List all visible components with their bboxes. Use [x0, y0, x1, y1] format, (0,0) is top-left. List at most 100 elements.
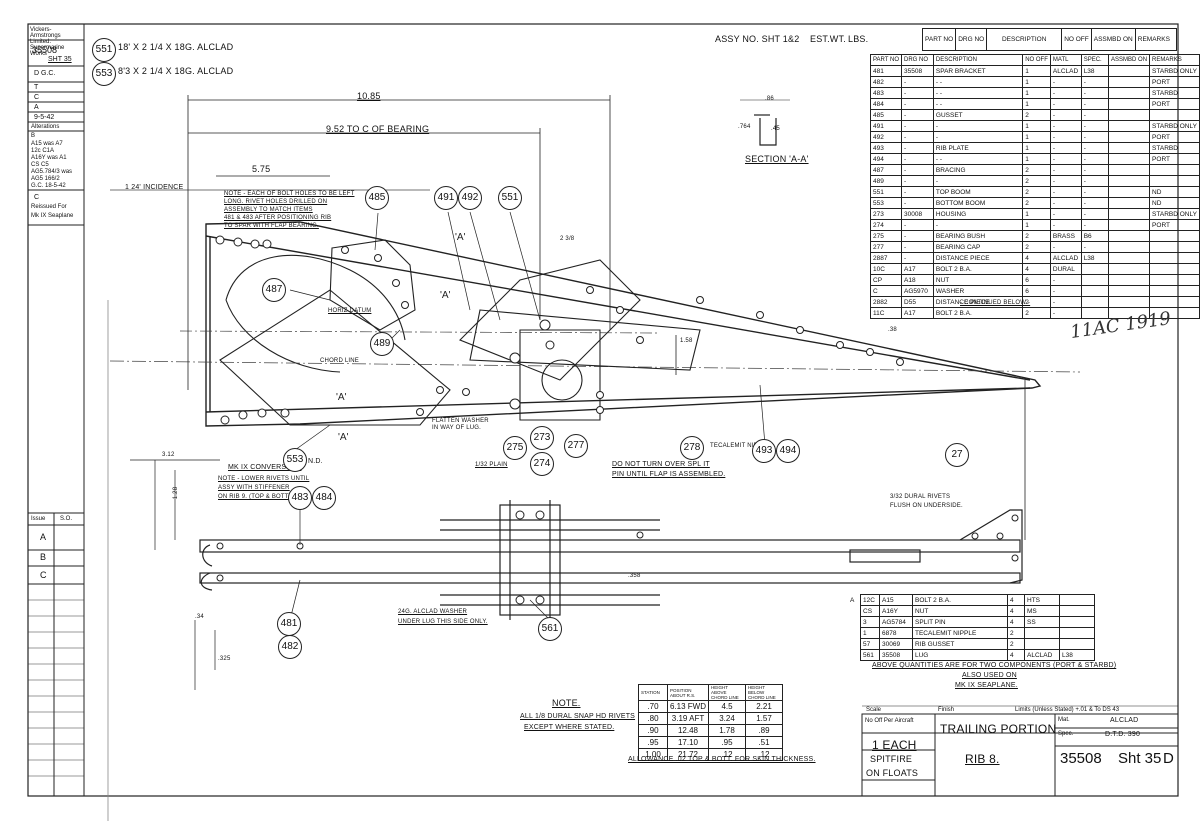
parts-cell: - [932, 219, 1024, 231]
parts-cell: Housing [932, 208, 1024, 220]
balloon-561: 561 [538, 617, 562, 641]
parts-cell: C [869, 285, 903, 297]
parts-cell: Bottom Boom [932, 197, 1024, 209]
parts-row: 277-Bearing Cap2-- [869, 241, 1200, 253]
sheet-number: Sht 35 [1118, 750, 1162, 767]
reissued-label: Reissued For [31, 204, 67, 210]
parts-cell [1080, 285, 1110, 297]
parts-cell: 493 [869, 142, 903, 154]
parts-cell: 483 [869, 87, 903, 99]
station-cell: 3.24 [708, 712, 747, 725]
lower-parts-cell: 30069 [879, 638, 913, 650]
parts-cell: CP [869, 274, 903, 286]
parts-cell: 2 [1022, 186, 1051, 198]
parts-cell [1149, 230, 1200, 242]
parts-cell: 482 [869, 76, 903, 88]
revision-mark [848, 617, 861, 628]
parts-cell: 1 [1022, 153, 1051, 165]
parts-cell [1080, 307, 1110, 319]
alteration-note: AG5.784/3 was [31, 169, 73, 175]
parts-cell: 553 [869, 197, 903, 209]
sidebar-letter: A [34, 104, 39, 111]
parts-col-header: Assmbd On [1108, 54, 1151, 66]
lower-parts-row: 3AG5784Split Pin4SS [848, 616, 1095, 628]
dim-bearing: 9.52 To C of Bearing [326, 124, 430, 134]
dim-45: .45 [771, 126, 780, 132]
c-note: C [34, 194, 40, 201]
parts-cell: - [901, 175, 934, 187]
parts-cell: 10c [869, 263, 903, 275]
parts-cell: 2 [1022, 109, 1051, 121]
lower-parts-cell: 4 [1007, 594, 1025, 606]
callout-553-text: 8'3 x 2 1/4 x 18G. ALCLAD [118, 66, 234, 76]
lower-parts-cell [1059, 605, 1095, 617]
parts-cell: 485 [869, 109, 903, 121]
parts-cell: Bearing Bush [932, 230, 1024, 242]
so-header: S.O. [60, 516, 73, 522]
parts-cell: ND [1149, 197, 1200, 209]
lower-parts-cell: CS [860, 605, 880, 617]
horiz-datum-label: Horiz Datum [328, 308, 372, 314]
parts-cell: - [1049, 164, 1082, 176]
radius-358: .358 [628, 573, 641, 579]
balloon-275: 275 [503, 436, 527, 460]
station-cell: .70 [638, 700, 668, 713]
parts-cell: Distance Piece [932, 252, 1024, 264]
alterations-title: Alterations [31, 124, 60, 130]
parts-cell: Starbd [1149, 142, 1200, 154]
parts-cell: - [932, 131, 1024, 143]
aircraft-label-1: Spitfire [870, 754, 913, 764]
balloon-493: 493 [752, 439, 776, 463]
parts-cell: A17 [901, 263, 934, 275]
col-header: Drg No [955, 28, 988, 51]
parts-cell: Top Boom [932, 186, 1024, 198]
note-lower: Note - Lower Rivets UntilAssy With Stiff… [218, 476, 310, 500]
lower-parts-cell: HTS [1024, 594, 1060, 606]
balloon-482: 482 [278, 635, 302, 659]
note-line-1: All 1/8 Dural Snap Hd Rivets [520, 713, 636, 720]
parts-cell: 1 [1022, 131, 1051, 143]
station-col-header: Station [638, 684, 668, 701]
parts-cell: Rib Plate [932, 142, 1024, 154]
parts-cell: - [1049, 197, 1082, 209]
mat-value: Alclad [1110, 717, 1139, 724]
parts-cell: - [1049, 87, 1082, 99]
parts-cell: Starbd Only [1149, 120, 1200, 132]
parts-cell: - [901, 230, 934, 242]
parts-col-header: No Off [1022, 54, 1051, 66]
lower-parts-cell: A15 [879, 594, 913, 606]
parts-row: 494-- -1--Port [869, 153, 1200, 165]
parts-cell: - [1080, 76, 1110, 88]
parts-cell: - [901, 109, 934, 121]
lower-parts-cell [1024, 627, 1060, 639]
parts-cell: 2 [1022, 230, 1051, 242]
parts-cell: Spar Bracket [932, 65, 1024, 77]
col-header: Part No [921, 28, 957, 51]
parts-row: 48135508Spar Bracket1AlcladL38Starbd Onl… [869, 65, 1200, 77]
station-row: .706.13 Fwd4.52.21 [638, 700, 784, 713]
col-header: No Off [1061, 28, 1092, 51]
parts-cell: - [901, 142, 934, 154]
parts-cell [1149, 109, 1200, 121]
parts-cell: - - [932, 153, 1024, 165]
parts-row: 489--2-- [869, 175, 1200, 187]
alteration-note: A15 was A7 [31, 141, 63, 147]
parts-col-header: Part No [869, 54, 903, 66]
lower-parts-cell: Tecalemit Nipple [912, 627, 1008, 639]
parts-cell: 1 [1022, 65, 1051, 77]
parts-cell [1108, 263, 1151, 275]
parts-cell: - [901, 131, 934, 143]
balloon-481: 481 [277, 612, 301, 636]
parts-cell: 2 [1022, 164, 1051, 176]
parts-cell: - [932, 175, 1024, 187]
parts-cell: 492 [869, 131, 903, 143]
parts-cell: - [901, 120, 934, 132]
parts-cell: - [1080, 87, 1110, 99]
parts-cell: - [1049, 307, 1082, 319]
balloon-551: 551 [498, 186, 522, 210]
parts-cell: 494 [869, 153, 903, 165]
svg-text:'A': 'A' [455, 232, 466, 243]
no-turn-note: Do Not Turn Over Spl ItPin Until Flap Is… [612, 461, 726, 478]
scale-label: Scale [866, 707, 882, 713]
